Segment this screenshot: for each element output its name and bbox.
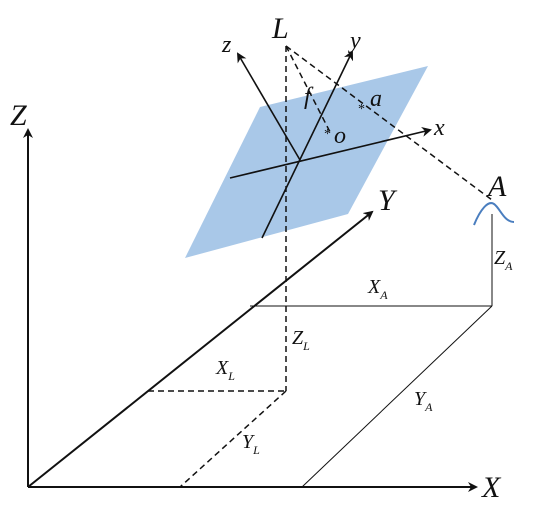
image-point-label: a — [370, 86, 382, 112]
ya-label: YA — [414, 388, 433, 414]
ray-l-to-ground-point — [285, 45, 493, 201]
terrain-curve — [473, 202, 515, 226]
perspective-center-label: L — [271, 12, 289, 45]
camera-x-label: x — [433, 115, 445, 141]
world-z-label: Z — [10, 99, 27, 132]
camera-z-label: z — [221, 32, 232, 58]
camera-x-axis — [229, 127, 432, 179]
focal-length-label: f — [304, 84, 314, 110]
xa-label: XA — [367, 276, 388, 302]
camera-y-axis — [261, 50, 354, 239]
ray-l-to-principal-point — [285, 45, 331, 133]
zl-label: ZL — [292, 327, 310, 353]
image-point-marker: * — [358, 102, 365, 117]
yl-label: YL — [242, 431, 260, 457]
camera-z-axis — [236, 52, 301, 161]
za-label: ZA — [494, 247, 513, 273]
world-y-axis — [27, 210, 374, 488]
yl-dashed-line — [179, 390, 287, 488]
world-x-label: X — [481, 471, 502, 504]
image-plane — [185, 66, 428, 258]
ya-ground-line — [301, 305, 493, 488]
world-y-label: Y — [378, 184, 398, 217]
principal-point-label: o — [334, 123, 346, 149]
ground-point-label: A — [486, 170, 507, 203]
camera-y-label: y — [348, 28, 361, 54]
xl-label: XL — [215, 357, 235, 383]
principal-point-marker: * — [324, 127, 331, 142]
